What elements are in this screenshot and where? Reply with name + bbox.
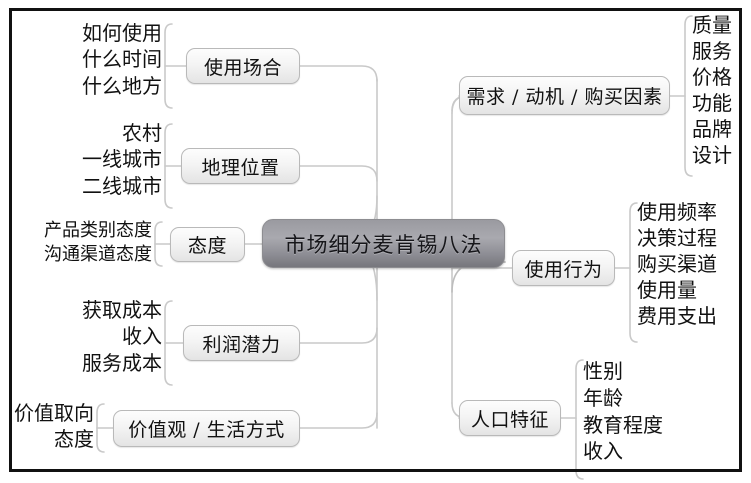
branch-node-values-lifestyle[interactable]: 价值观 / 生活方式	[113, 410, 300, 447]
leaf-item: 性别	[583, 359, 623, 383]
center-node-label: 市场细分麦肯锡八法	[284, 232, 483, 257]
leaf-item: 什么地方	[82, 73, 162, 98]
leaf-item: 费用支出	[637, 304, 717, 328]
center-node[interactable]: 市场细分麦肯锡八法	[262, 219, 505, 268]
leaf-item: 设计	[692, 143, 732, 167]
branch-label-values-lifestyle: 价值观 / 生活方式	[128, 419, 285, 441]
leaf-item: 质量	[692, 13, 732, 37]
leaf-group-values-lifestyle: 价值取向 态度	[8, 400, 94, 453]
leaf-group-demographics: 性别 年龄 教育程度 收入	[583, 358, 695, 465]
wire-branch-geography	[299, 165, 378, 182]
bracket-usage-behavior	[629, 202, 638, 343]
leaf-item: 价值取向	[14, 401, 94, 425]
leaf-group-needs-motives: 质量 服务 价格 功能 品牌 设计	[692, 12, 751, 168]
leaf-item: 收入	[583, 439, 623, 464]
branch-node-usage-occasion[interactable]: 使用场合	[186, 48, 300, 84]
leaf-item: 使用频率	[637, 200, 717, 224]
branch-node-needs-motives[interactable]: 需求 / 动机 / 购买因素	[459, 76, 670, 115]
leaf-item: 一线城市	[82, 147, 162, 172]
branch-label-usage-behavior: 使用行为	[524, 258, 603, 281]
branch-label-geography: 地理位置	[201, 156, 280, 179]
branch-node-attitude[interactable]: 态度	[170, 227, 245, 262]
branch-node-demographics[interactable]: 人口特征	[459, 400, 561, 436]
leaf-item: 获取成本	[82, 298, 162, 322]
leaf-group-usage-occasion: 如何使用 什么时间 什么地方	[60, 20, 162, 99]
leaf-item: 收入	[122, 324, 162, 349]
leaf-item: 产品类别态度	[44, 220, 152, 241]
leaf-item: 服务成本	[82, 350, 162, 375]
leaf-item: 价格	[692, 65, 732, 89]
leaf-item: 沟通渠道态度	[44, 243, 152, 265]
leaf-item: 二线城市	[82, 173, 162, 198]
branch-label-needs-motives: 需求 / 动机 / 购买因素	[466, 86, 663, 108]
wire-branch-values-lifestyle	[299, 412, 378, 429]
leaf-item: 购买渠道	[637, 252, 717, 276]
leaf-item: 教育程度	[583, 412, 663, 437]
branch-node-usage-behavior[interactable]: 使用行为	[512, 250, 615, 286]
leaf-group-attitude: 产品类别态度 沟通渠道态度	[18, 219, 152, 267]
leaf-group-profit-potential: 获取成本 收入 服务成本	[58, 297, 162, 376]
branch-label-attitude: 态度	[187, 235, 227, 257]
leaf-group-usage-behavior: 使用频率 决策过程 购买渠道 使用量 费用支出	[637, 199, 747, 329]
bracket-needs-motives	[684, 15, 693, 177]
wire-branch-usage-occasion	[299, 65, 378, 82]
leaf-item: 使用量	[637, 278, 697, 302]
branch-label-demographics: 人口特征	[470, 408, 549, 431]
leaf-item: 服务	[692, 39, 732, 63]
leaf-item: 年龄	[583, 385, 623, 410]
bracket-demographics	[575, 359, 584, 480]
branch-node-geography[interactable]: 地理位置	[181, 148, 300, 184]
branch-label-profit-potential: 利润潜力	[202, 333, 281, 356]
leaf-item: 态度	[54, 427, 94, 452]
leaf-item: 农村	[122, 121, 162, 145]
wire-branch-profit-potential	[299, 327, 378, 344]
leaf-item: 品牌	[692, 117, 732, 141]
branch-node-profit-potential[interactable]: 利润潜力	[183, 325, 300, 361]
leaf-item: 如何使用	[82, 21, 162, 45]
leaf-item: 功能	[692, 91, 732, 115]
branch-label-usage-occasion: 使用场合	[203, 56, 282, 79]
leaf-item: 什么时间	[82, 47, 162, 72]
leaf-group-geography: 农村 一线城市 二线城市	[44, 120, 162, 199]
leaf-item: 决策过程	[637, 226, 717, 250]
